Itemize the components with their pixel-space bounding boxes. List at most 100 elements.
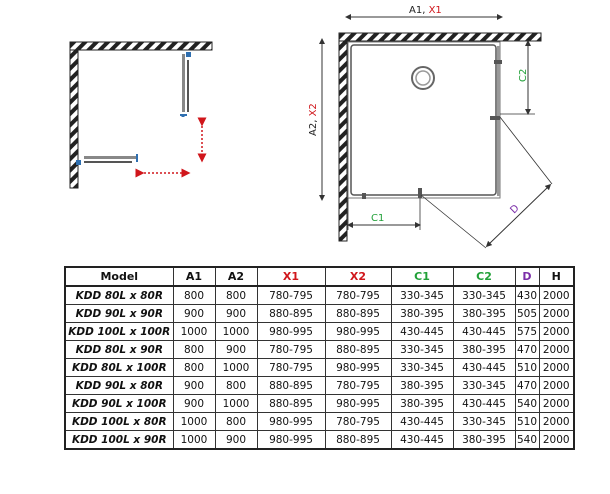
cell-x1: 980-995: [256, 430, 326, 450]
cell-a1: 1000: [172, 412, 216, 431]
plan-top-wall: [338, 32, 542, 42]
cell-d: 510: [514, 358, 540, 377]
cell-d: 575: [514, 322, 540, 341]
cell-a1: 800: [172, 358, 216, 377]
cell-x2: 880-895: [324, 430, 392, 450]
svg-text:A2, X2: A2, X2: [308, 103, 319, 136]
header-c2: C2: [452, 266, 516, 287]
cell-a1: 1000: [172, 322, 216, 341]
cell-model: KDD 100L x 90R: [64, 430, 174, 450]
cell-model: KDD 80L x 90R: [64, 340, 174, 359]
dimension-diagram: A1, X1 A2, X2 C2 C1 D: [308, 5, 553, 249]
cell-c2: 330-345: [452, 376, 516, 395]
label-x1: X1: [429, 5, 442, 16]
cell-c2: 430-445: [452, 358, 516, 377]
cell-d: 430: [514, 285, 540, 305]
header-x2: X2: [324, 266, 392, 287]
cell-c2: 430-445: [452, 394, 516, 413]
cell-x2: 880-895: [324, 340, 392, 359]
cell-x2: 780-795: [324, 376, 392, 395]
cell-c2: 380-395: [452, 304, 516, 323]
cell-c1: 330-345: [390, 285, 454, 305]
cell-h: 2000: [538, 376, 575, 395]
label-a2: A2,: [308, 120, 319, 136]
cell-x1: 780-795: [256, 285, 326, 305]
cell-a2: 1000: [214, 358, 258, 377]
cell-c2: 430-445: [452, 322, 516, 341]
cell-c1: 380-395: [390, 376, 454, 395]
cell-c2: 330-345: [452, 285, 516, 305]
cell-model: KDD 80L x 80R: [64, 285, 174, 305]
cell-a1: 800: [172, 285, 216, 305]
plan-left-wall: [338, 40, 348, 242]
cell-x2: 780-795: [324, 412, 392, 431]
cell-x1: 880-895: [256, 376, 326, 395]
top-wall: [69, 41, 213, 51]
cell-c2: 330-345: [452, 412, 516, 431]
cell-model: KDD 80L x 100R: [64, 358, 174, 377]
cell-x1: 880-895: [256, 394, 326, 413]
cell-a1: 900: [172, 304, 216, 323]
cell-a2: 900: [214, 304, 258, 323]
cell-a2: 900: [214, 340, 258, 359]
header-a2: A2: [214, 266, 258, 287]
cell-x1: 980-995: [256, 412, 326, 431]
dimension-table: Model A1 A2 X1 X2 C1 C2 D H KDD 80L x 80…: [64, 266, 575, 450]
cell-d: 470: [514, 340, 540, 359]
label-x2: X2: [308, 103, 319, 116]
cell-d: 540: [514, 430, 540, 450]
cell-c1: 430-445: [390, 322, 454, 341]
cell-h: 2000: [538, 340, 575, 359]
cell-a1: 1000: [172, 430, 216, 450]
cell-x2: 780-795: [324, 285, 392, 305]
cell-x2: 980-995: [324, 358, 392, 377]
cell-a2: 1000: [214, 322, 258, 341]
cell-h: 2000: [538, 358, 575, 377]
right-door-panel: [180, 52, 191, 117]
cell-h: 2000: [538, 322, 575, 341]
dim-d-line: [485, 183, 552, 248]
header-d: D: [514, 266, 540, 287]
cell-a2: 800: [214, 412, 258, 431]
header-model: Model: [64, 266, 174, 287]
cell-x2: 980-995: [324, 394, 392, 413]
cell-model: KDD 90L x 90R: [64, 304, 174, 323]
cell-d: 505: [514, 304, 540, 323]
diagrams: A1, X1 A2, X2 C2 C1 D: [69, 5, 553, 249]
cell-c1: 330-345: [390, 340, 454, 359]
label-c2: C2: [518, 69, 529, 82]
cell-c1: 380-395: [390, 304, 454, 323]
cell-a2: 800: [214, 285, 258, 305]
cell-c1: 430-445: [390, 430, 454, 450]
cell-c1: 380-395: [390, 394, 454, 413]
cell-model: KDD 90L x 80R: [64, 376, 174, 395]
left-wall: [69, 49, 79, 189]
header-a1: A1: [172, 266, 216, 287]
header-c1: C1: [390, 266, 454, 287]
cell-a2: 1000: [214, 394, 258, 413]
cell-model: KDD 100L x 80R: [64, 412, 174, 431]
cell-model: KDD 100L x 100R: [64, 322, 174, 341]
label-c1: C1: [371, 213, 384, 224]
cell-h: 2000: [538, 285, 575, 305]
cell-x2: 880-895: [324, 304, 392, 323]
cell-c2: 380-395: [452, 340, 516, 359]
cell-x2: 980-995: [324, 322, 392, 341]
cell-d: 470: [514, 376, 540, 395]
cell-c1: 330-345: [390, 358, 454, 377]
right-glass-panel: [497, 46, 500, 196]
cell-c2: 380-395: [452, 430, 516, 450]
cell-a2: 800: [214, 376, 258, 395]
door-opening-diagram: [69, 41, 213, 189]
cell-c1: 430-445: [390, 412, 454, 431]
cell-a1: 900: [172, 394, 216, 413]
label-a1: A1,: [409, 5, 425, 16]
cell-x1: 780-795: [256, 340, 326, 359]
